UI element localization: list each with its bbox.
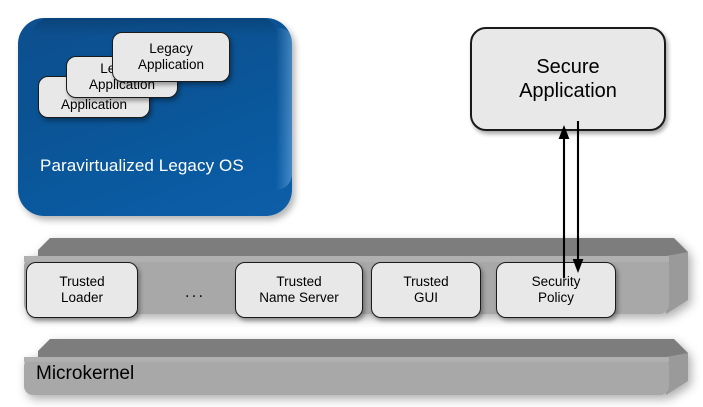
microkernel-slab: [14, 337, 690, 399]
trusted-gui-line2: GUI: [413, 290, 438, 305]
security-policy-line2: Policy: [537, 290, 574, 305]
trusted-gui-text: Trusted GUI: [403, 274, 448, 306]
trusted-loader-text: Trusted Loader: [59, 274, 104, 306]
legacy-application-card-front-text: Legacy Application: [138, 41, 204, 73]
legacy-os-right-bevel: [276, 28, 292, 190]
security-policy-text: Security Policy: [532, 274, 581, 306]
services-ellipsis: ...: [184, 282, 206, 301]
trusted-name-server-box[interactable]: Trusted Name Server: [235, 262, 363, 318]
legacy-app-back-line2: Application: [60, 97, 128, 112]
trusted-loader-line1: Trusted: [59, 274, 105, 290]
trusted-name-server-line1: Trusted: [276, 274, 322, 290]
trusted-gui-box[interactable]: Trusted GUI: [371, 262, 481, 318]
secure-application-box[interactable]: Secure Application: [470, 27, 666, 131]
microkernel-label: Microkernel: [36, 363, 135, 384]
trusted-gui-line1: Trusted: [403, 274, 449, 290]
secure-application-line1: Secure: [536, 55, 600, 78]
trusted-name-server-text: Trusted Name Server: [259, 274, 339, 306]
arrow-down-to-security-policy-icon: [572, 121, 584, 273]
security-policy-line1: Security: [531, 274, 581, 290]
trusted-loader-box[interactable]: Trusted Loader: [26, 262, 138, 318]
arrow-up-to-secure-application-icon: [558, 125, 570, 278]
legacy-application-card-front[interactable]: Legacy Application: [112, 32, 230, 82]
trusted-loader-line2: Loader: [60, 290, 104, 305]
trusted-name-server-line2: Name Server: [259, 290, 339, 305]
secure-application-text: Secure Application: [519, 55, 617, 104]
security-policy-box[interactable]: Security Policy: [496, 262, 616, 318]
legacy-app-front-line1: Legacy: [149, 41, 193, 57]
legacy-app-front-line2: Application: [137, 57, 205, 72]
legacy-os-label: Paravirtualized Legacy OS: [40, 156, 244, 175]
secure-application-line2: Application: [519, 80, 617, 102]
secure-application-policy-arrows: [548, 120, 608, 280]
